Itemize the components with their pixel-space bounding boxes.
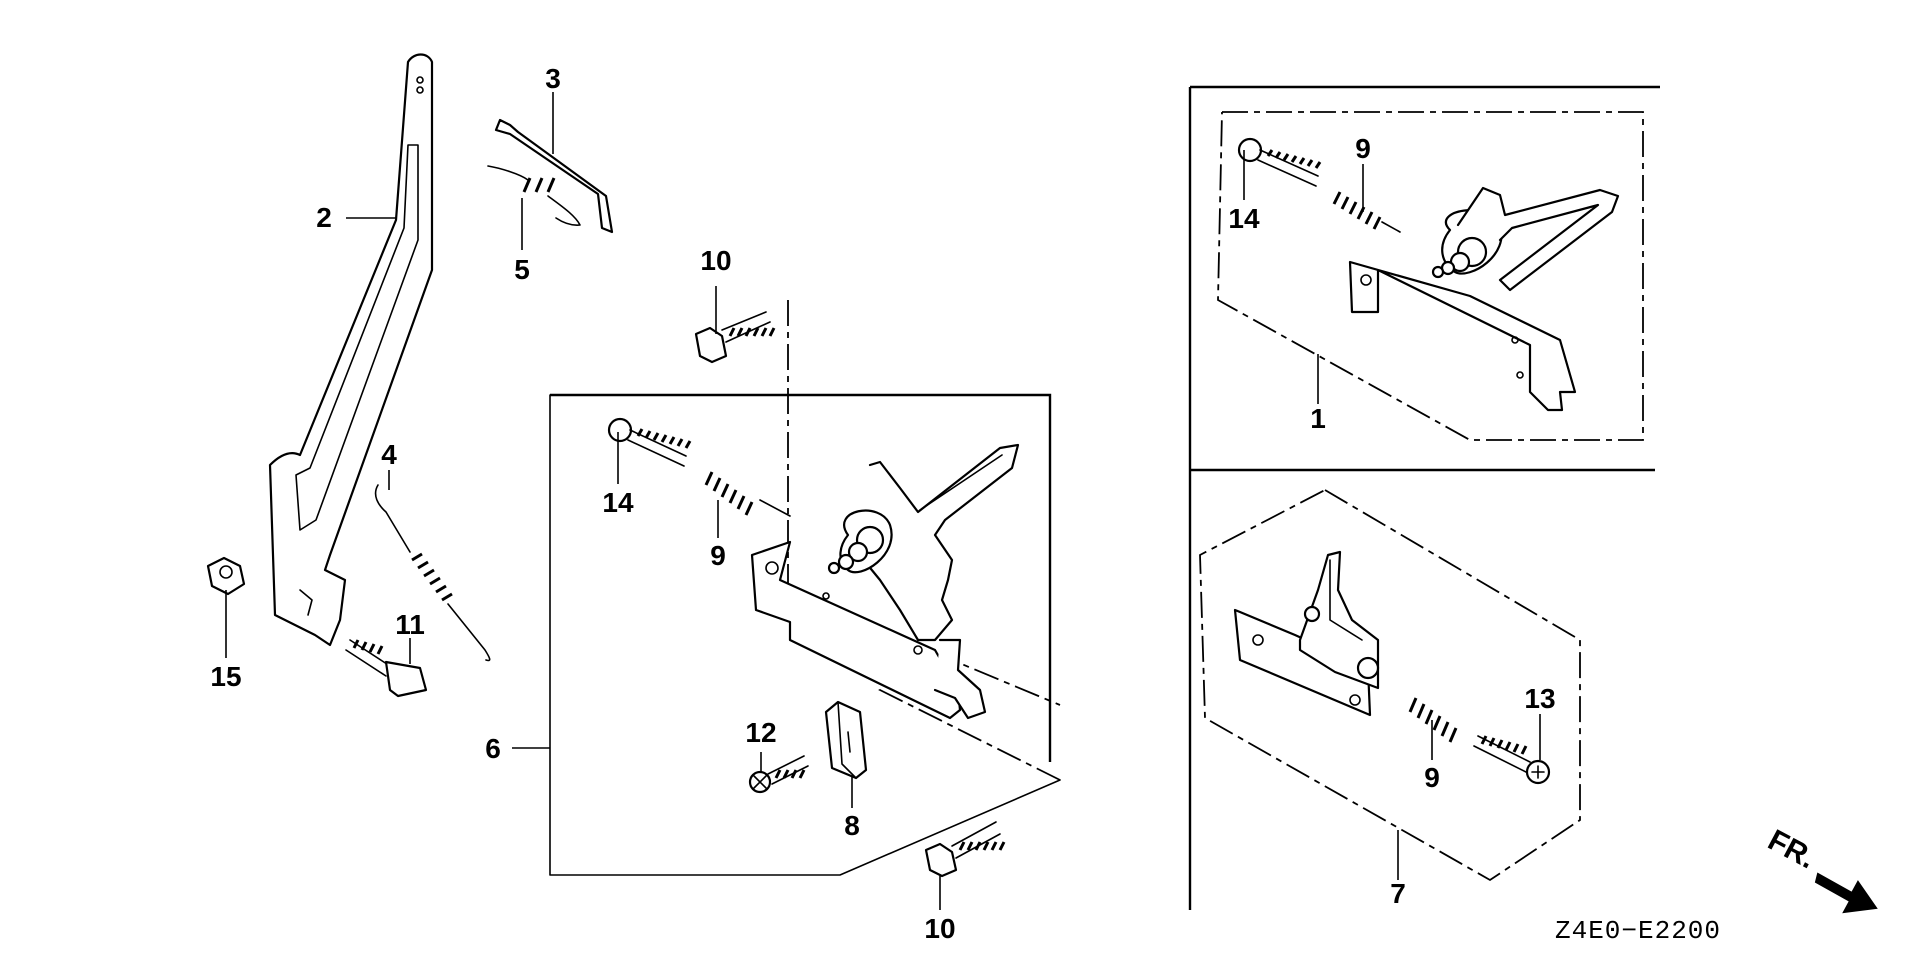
assembly-6-spring-9 bbox=[704, 471, 791, 517]
nut-15 bbox=[206, 556, 246, 596]
assembly-1-governor-arm bbox=[1348, 186, 1620, 412]
callout-4: 4 bbox=[381, 439, 397, 470]
assembly-6-governor-arm bbox=[750, 443, 1020, 720]
assembly-1-spring-9 bbox=[1332, 191, 1401, 233]
spring-4 bbox=[374, 484, 491, 662]
callout-labels: 1 2 3 4 5 6 7 8 9 9 9 10 10 11 12 13 14 … bbox=[210, 63, 1555, 944]
spring-5 bbox=[487, 165, 581, 226]
assembly-7-throttle-plate bbox=[1233, 550, 1380, 717]
assembly-6-boundary bbox=[549, 300, 1061, 876]
callout-5: 5 bbox=[514, 254, 530, 285]
lever-2 bbox=[268, 53, 434, 647]
callout-6: 6 bbox=[485, 733, 501, 764]
callout-8: 8 bbox=[844, 810, 860, 841]
callout-1: 1 bbox=[1310, 403, 1326, 434]
callout-12: 12 bbox=[745, 717, 776, 748]
direction-label: FR. bbox=[1763, 824, 1821, 876]
callout-10-bottom: 10 bbox=[924, 913, 955, 944]
front-arrow-icon bbox=[1814, 872, 1878, 914]
callout-9-assembly-7: 9 bbox=[1424, 762, 1440, 793]
callout-3: 3 bbox=[545, 63, 561, 94]
callout-13: 13 bbox=[1524, 683, 1555, 714]
assembly-1-bolt-14 bbox=[1237, 137, 1322, 187]
front-direction-indicator: FR. bbox=[1763, 824, 1878, 914]
callout-9-assembly-6: 9 bbox=[710, 540, 726, 571]
assembly-6-screw-12 bbox=[748, 755, 809, 794]
assembly-6-bolt-14 bbox=[607, 417, 692, 467]
callout-9-assembly-1: 9 bbox=[1355, 133, 1371, 164]
callout-14-assembly-1: 14 bbox=[1228, 203, 1260, 234]
assembly-7-screw-13 bbox=[1473, 735, 1551, 785]
callout-11: 11 bbox=[395, 609, 425, 640]
callout-15: 15 bbox=[210, 661, 241, 692]
assembly-1-boundary bbox=[1217, 111, 1644, 441]
diagram-code: Z4E0−E2200 bbox=[1555, 916, 1721, 946]
assembly-6-bolt-10-top bbox=[694, 311, 776, 364]
assembly-7-boundary bbox=[1199, 489, 1581, 882]
bolt-11 bbox=[345, 639, 428, 698]
callout-7: 7 bbox=[1390, 878, 1406, 909]
callout-2: 2 bbox=[316, 202, 332, 233]
callout-14-assembly-6: 14 bbox=[602, 487, 634, 518]
spring-3 bbox=[494, 118, 614, 234]
right-panel-frame bbox=[1188, 85, 1660, 910]
assembly-6-bolt-10-bottom bbox=[924, 821, 1006, 878]
assembly-6-clip-8 bbox=[824, 700, 868, 780]
assembly-7-spring-9 bbox=[1408, 697, 1458, 743]
callout-10-top: 10 bbox=[700, 245, 731, 276]
leader-lines bbox=[225, 92, 1541, 910]
